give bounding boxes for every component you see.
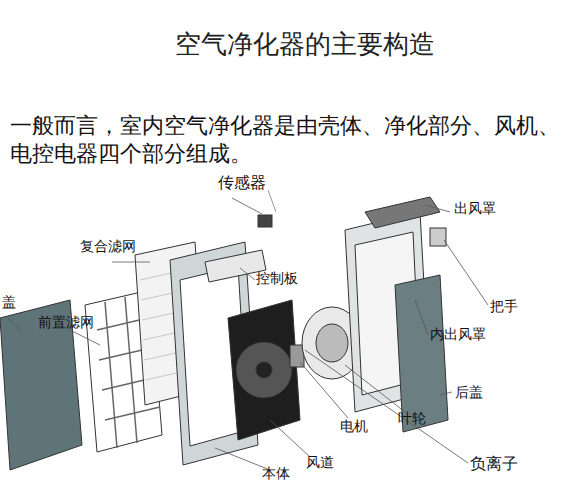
part-name: 内出风罩 xyxy=(430,326,486,342)
title: 空气净化器的主要构造 xyxy=(175,30,435,60)
part-name: 把手 xyxy=(490,298,518,314)
part-name: 后盖 xyxy=(455,384,483,400)
part-name: 传感器 xyxy=(218,174,266,192)
part-name: 叶轮 xyxy=(398,410,426,426)
part-name: 复合滤网 xyxy=(80,238,136,254)
part-name: 负离子 xyxy=(470,455,518,473)
part-name: 本体 xyxy=(262,465,290,481)
exploded-parts xyxy=(0,190,448,470)
part-name: 风道 xyxy=(306,454,334,470)
part-name: 控制板 xyxy=(256,270,298,286)
part-name: 电机 xyxy=(340,418,368,434)
leader-lines xyxy=(8,198,488,470)
part-name: 出风罩 xyxy=(454,200,496,216)
part-name: 前置滤网 xyxy=(38,314,94,330)
note-text: 一般而言，室内空气净化器是由壳体、净化部分、风机、电控电器四个部分组成。 xyxy=(10,112,570,167)
part-name: 盖 xyxy=(2,294,16,310)
